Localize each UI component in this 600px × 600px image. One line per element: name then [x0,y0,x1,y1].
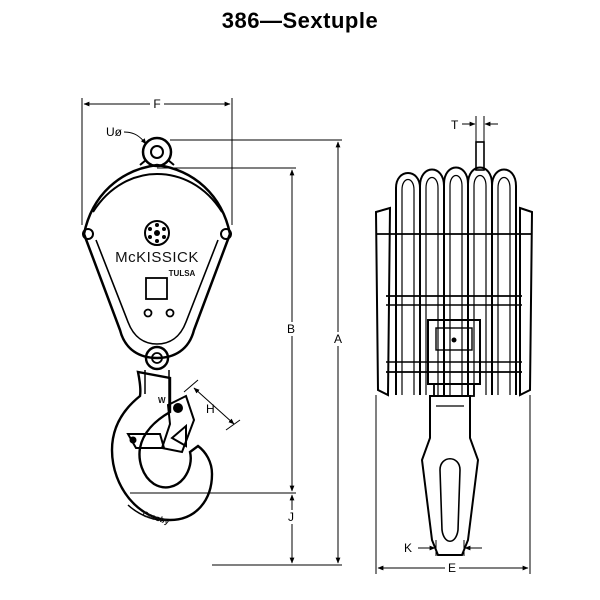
page-title: 386—Sextuple [221,8,379,33]
dim-label-t: T [451,118,459,132]
hub-icon [144,220,170,246]
hook-mark: Crosby [141,509,171,526]
block-body [82,163,232,360]
dim-label-u: Uø [106,125,123,139]
sheaves [395,166,517,395]
nameplate [145,277,168,300]
dim-label-h: H [206,402,215,416]
dim-label-f: F [153,97,160,111]
dim-label-j: J [288,510,294,524]
front-view: McKISSICK TULSA W Crosby [81,97,345,566]
side-plate-left [374,206,392,397]
hook-side [420,395,480,556]
dim-label-k: K [404,541,412,555]
dim-label-b: B [287,322,295,336]
hook [110,370,214,522]
dim-label-e: E [448,561,456,575]
left-bolt [82,228,94,240]
side-view: T K E [374,116,534,575]
dim-line-h [193,387,235,425]
brand-name: McKISSICK [115,249,199,266]
side-plate-right [519,206,534,397]
latch-keeper [126,394,196,454]
dim-label-a: A [334,332,342,346]
brand-city: TULSA [169,269,196,278]
latch-mark: W [158,396,166,405]
right-bolt [220,228,232,240]
lower-eye [144,345,170,371]
